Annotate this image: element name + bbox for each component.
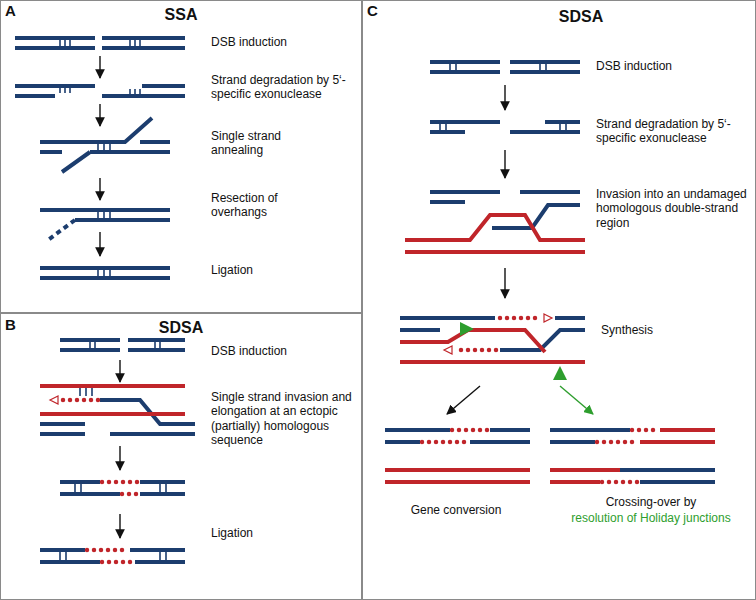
- panel: A SSA DSB inductionStrand degradation by 5…: [0, 0, 362, 313]
- step-label: Gene conversion: [381, 503, 531, 517]
- step-label: Single strand annealing: [211, 129, 331, 158]
- step-label: DSB induction: [596, 59, 746, 73]
- panel: C SDSA DSB inductionStrand degradation by …: [362, 0, 756, 600]
- step-label: Strand degradation by 5‘- specific exonu…: [211, 73, 356, 102]
- panel-title: SDSA: [531, 7, 631, 26]
- step-label: Single strand invasion and elongation at…: [211, 390, 356, 448]
- step-label: Crossing-over by: [553, 495, 749, 509]
- step-label: Strand degradation by 5‘- specific exonu…: [596, 117, 746, 146]
- panel-letter: B: [5, 316, 16, 334]
- panel-title: SSA: [131, 5, 231, 24]
- step-arrow: [99, 56, 100, 256]
- step-label: Invasion into an undamaged homologous do…: [596, 187, 748, 230]
- step-label: Synthesis: [601, 323, 741, 337]
- step-label: Resection of overhangs: [211, 191, 331, 220]
- panel: B SDSA DSB inductionSingle strand invasion…: [0, 313, 362, 600]
- dna-strand: [15, 38, 185, 278]
- panel-letter: C: [367, 2, 378, 20]
- step-label: Ligation: [211, 263, 331, 277]
- cleavage-triangle: [460, 322, 567, 380]
- panel-title: SDSA: [131, 318, 231, 337]
- step-label: DSB induction: [211, 35, 356, 49]
- step-label: DSB induction: [211, 344, 356, 358]
- panel-letter: A: [5, 2, 16, 20]
- step-label: resolution of Holiday junctions: [553, 511, 749, 525]
- step-label: Ligation: [211, 526, 331, 540]
